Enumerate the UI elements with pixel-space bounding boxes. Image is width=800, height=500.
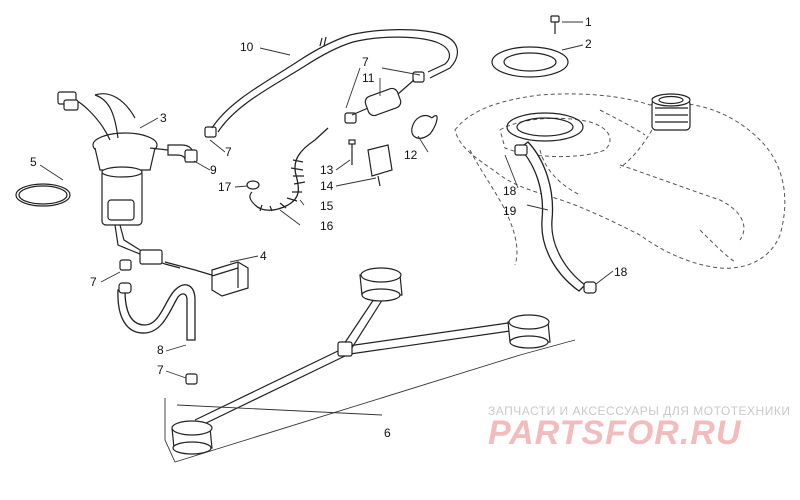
callout-13: 13 bbox=[320, 163, 334, 177]
fuel-tank-outline bbox=[454, 93, 786, 269]
snap-ring-part-12 bbox=[411, 115, 438, 139]
tank-pump-opening bbox=[506, 112, 584, 142]
hose-part-8 bbox=[117, 282, 196, 341]
callout-7-d: 7 bbox=[157, 363, 164, 377]
filler-neck bbox=[619, 93, 691, 169]
callout-12: 12 bbox=[404, 148, 418, 162]
screw-part-13 bbox=[348, 139, 356, 165]
fuel-hose-part-10 bbox=[211, 29, 458, 133]
watermark-logo: PARTSFOR.RU bbox=[488, 414, 742, 452]
callout-6: 6 bbox=[384, 426, 391, 440]
fuel-pump-assembly-part-3 bbox=[57, 91, 216, 277]
callout-2: 2 bbox=[585, 37, 592, 51]
callout-18-b: 18 bbox=[614, 265, 628, 279]
callout-7-b: 7 bbox=[362, 55, 369, 69]
vent-hose-part-19 bbox=[519, 141, 586, 292]
callout-9: 9 bbox=[210, 163, 217, 177]
hose-clamp-part-7 bbox=[119, 71, 425, 385]
leader-lines bbox=[39, 21, 614, 463]
hose-part-16 bbox=[249, 191, 256, 206]
callout-3: 3 bbox=[160, 111, 167, 125]
y-hose-part-6 bbox=[171, 267, 551, 455]
callout-17: 17 bbox=[218, 180, 232, 194]
callout-14: 14 bbox=[320, 179, 334, 193]
callout-15: 15 bbox=[320, 199, 334, 213]
callout-19: 19 bbox=[503, 204, 517, 218]
callout-11: 11 bbox=[362, 71, 375, 85]
bracket-part-14 bbox=[367, 144, 393, 187]
connector-part-4 bbox=[211, 261, 249, 297]
gasket-ring-part-2 bbox=[491, 46, 569, 78]
callout-4: 4 bbox=[260, 249, 267, 263]
elbow-fitting-part-9 bbox=[167, 144, 198, 163]
callout-18-a: 18 bbox=[503, 184, 517, 198]
hose-sleeve-part-15 bbox=[254, 127, 329, 212]
o-ring-part-5 bbox=[15, 183, 71, 207]
callout-7-a: 7 bbox=[225, 145, 232, 159]
clamp-part-17 bbox=[246, 180, 260, 190]
screw-part-1 bbox=[550, 15, 560, 34]
callout-1: 1 bbox=[585, 15, 592, 29]
callout-5: 5 bbox=[30, 155, 37, 169]
callout-7-c: 7 bbox=[90, 275, 97, 289]
callout-8: 8 bbox=[157, 343, 164, 357]
callout-16: 16 bbox=[320, 219, 334, 233]
watermark-subtitle: ЗАПЧАСТИ И АКСЕССУАРЫ ДЛЯ МОТОТЕХНИКИ bbox=[488, 404, 791, 418]
fuel-filter-part-11 bbox=[351, 79, 415, 117]
clamp-part-18 bbox=[514, 144, 597, 294]
callout-10: 10 bbox=[240, 40, 254, 54]
